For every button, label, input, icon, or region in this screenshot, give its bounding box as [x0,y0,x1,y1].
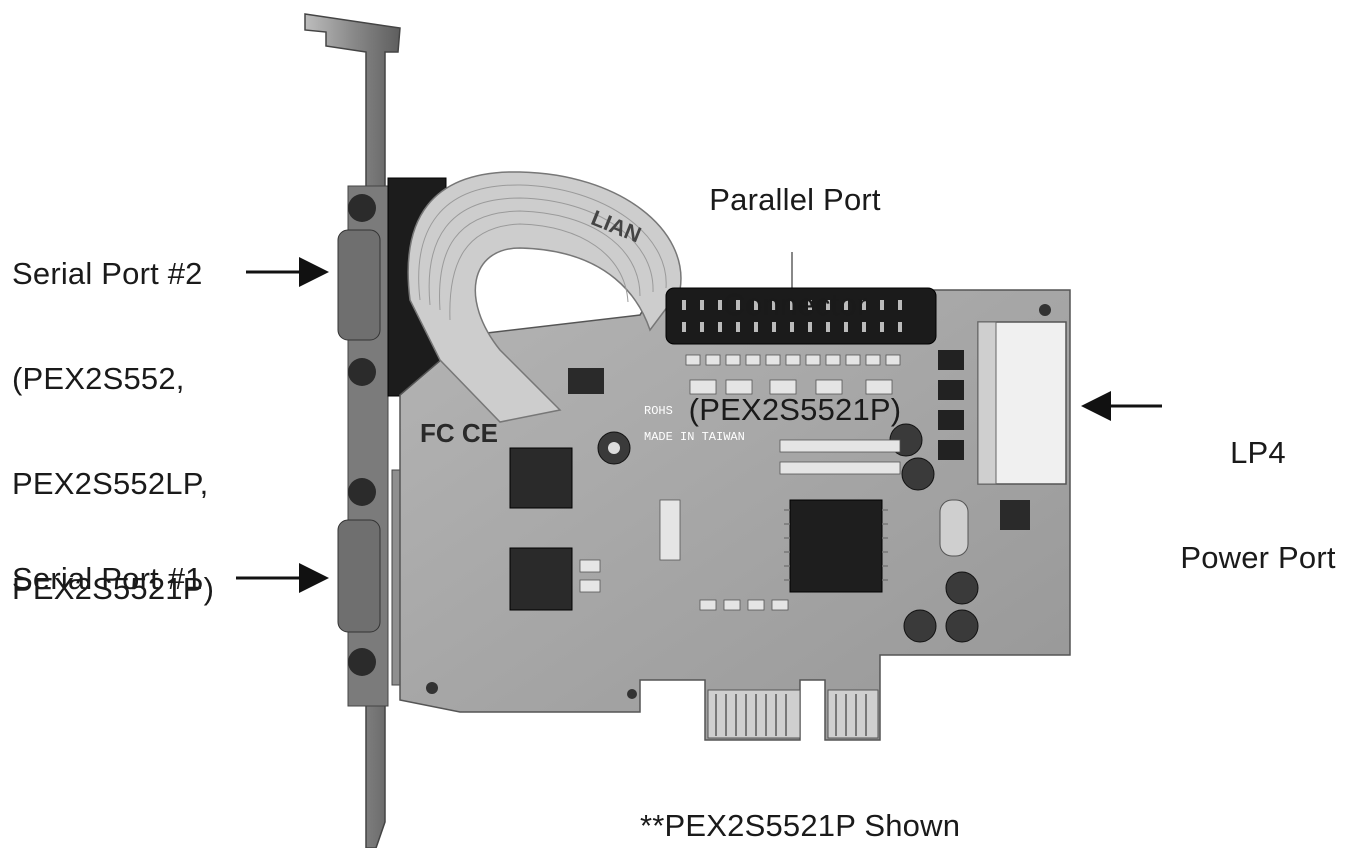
parallel-port-line-3: (PEX2S5521P) [688,392,902,427]
serial-port-2-line-2: (PEX2S552, [12,361,185,396]
parallel-port-line-2: Connector [722,287,868,322]
serial-port-2-line-4: PEX2S5521P) [12,571,215,606]
parallel-port-header [665,252,937,345]
serial-port-2-label: Serial Port #2 (PEX2S552, PEX2S552LP, PE… [12,186,214,676]
mounting-bracket [304,13,401,848]
controller-chip [784,499,888,593]
lp4-power-label: LP4 Power Port [1168,365,1348,645]
transceiver-chips [509,368,604,611]
serial-port-2-line-3: PEX2S552LP, [12,466,209,501]
parallel-port-label: Parallel Port Connector (PEX2S5521P) [660,112,930,497]
capacitors [597,423,1030,643]
lp4-power-line-2: Power Port [1180,540,1336,575]
fcc-ce-mark: FC CE [420,418,498,448]
serial-port-2-line-1: Serial Port #2 [12,256,203,291]
shown-caption: **PEX2S5521P Shown [640,808,961,843]
callout-arrows [236,257,1162,593]
serial-port-1-label: Serial Port #1 [12,561,203,596]
lp4-power-line-1: LP4 [1230,435,1286,470]
rohs-mark: ROHS [644,404,673,418]
lp4-power-connector [938,321,1067,485]
parallel-port-line-1: Parallel Port [709,182,881,217]
smd-components [579,354,901,611]
made-in-mark: MADE IN TAIWAN [644,430,745,444]
pcb-board [399,289,1071,741]
silkscreen: FC CE ROHS MADE IN TAIWAN [420,404,745,448]
